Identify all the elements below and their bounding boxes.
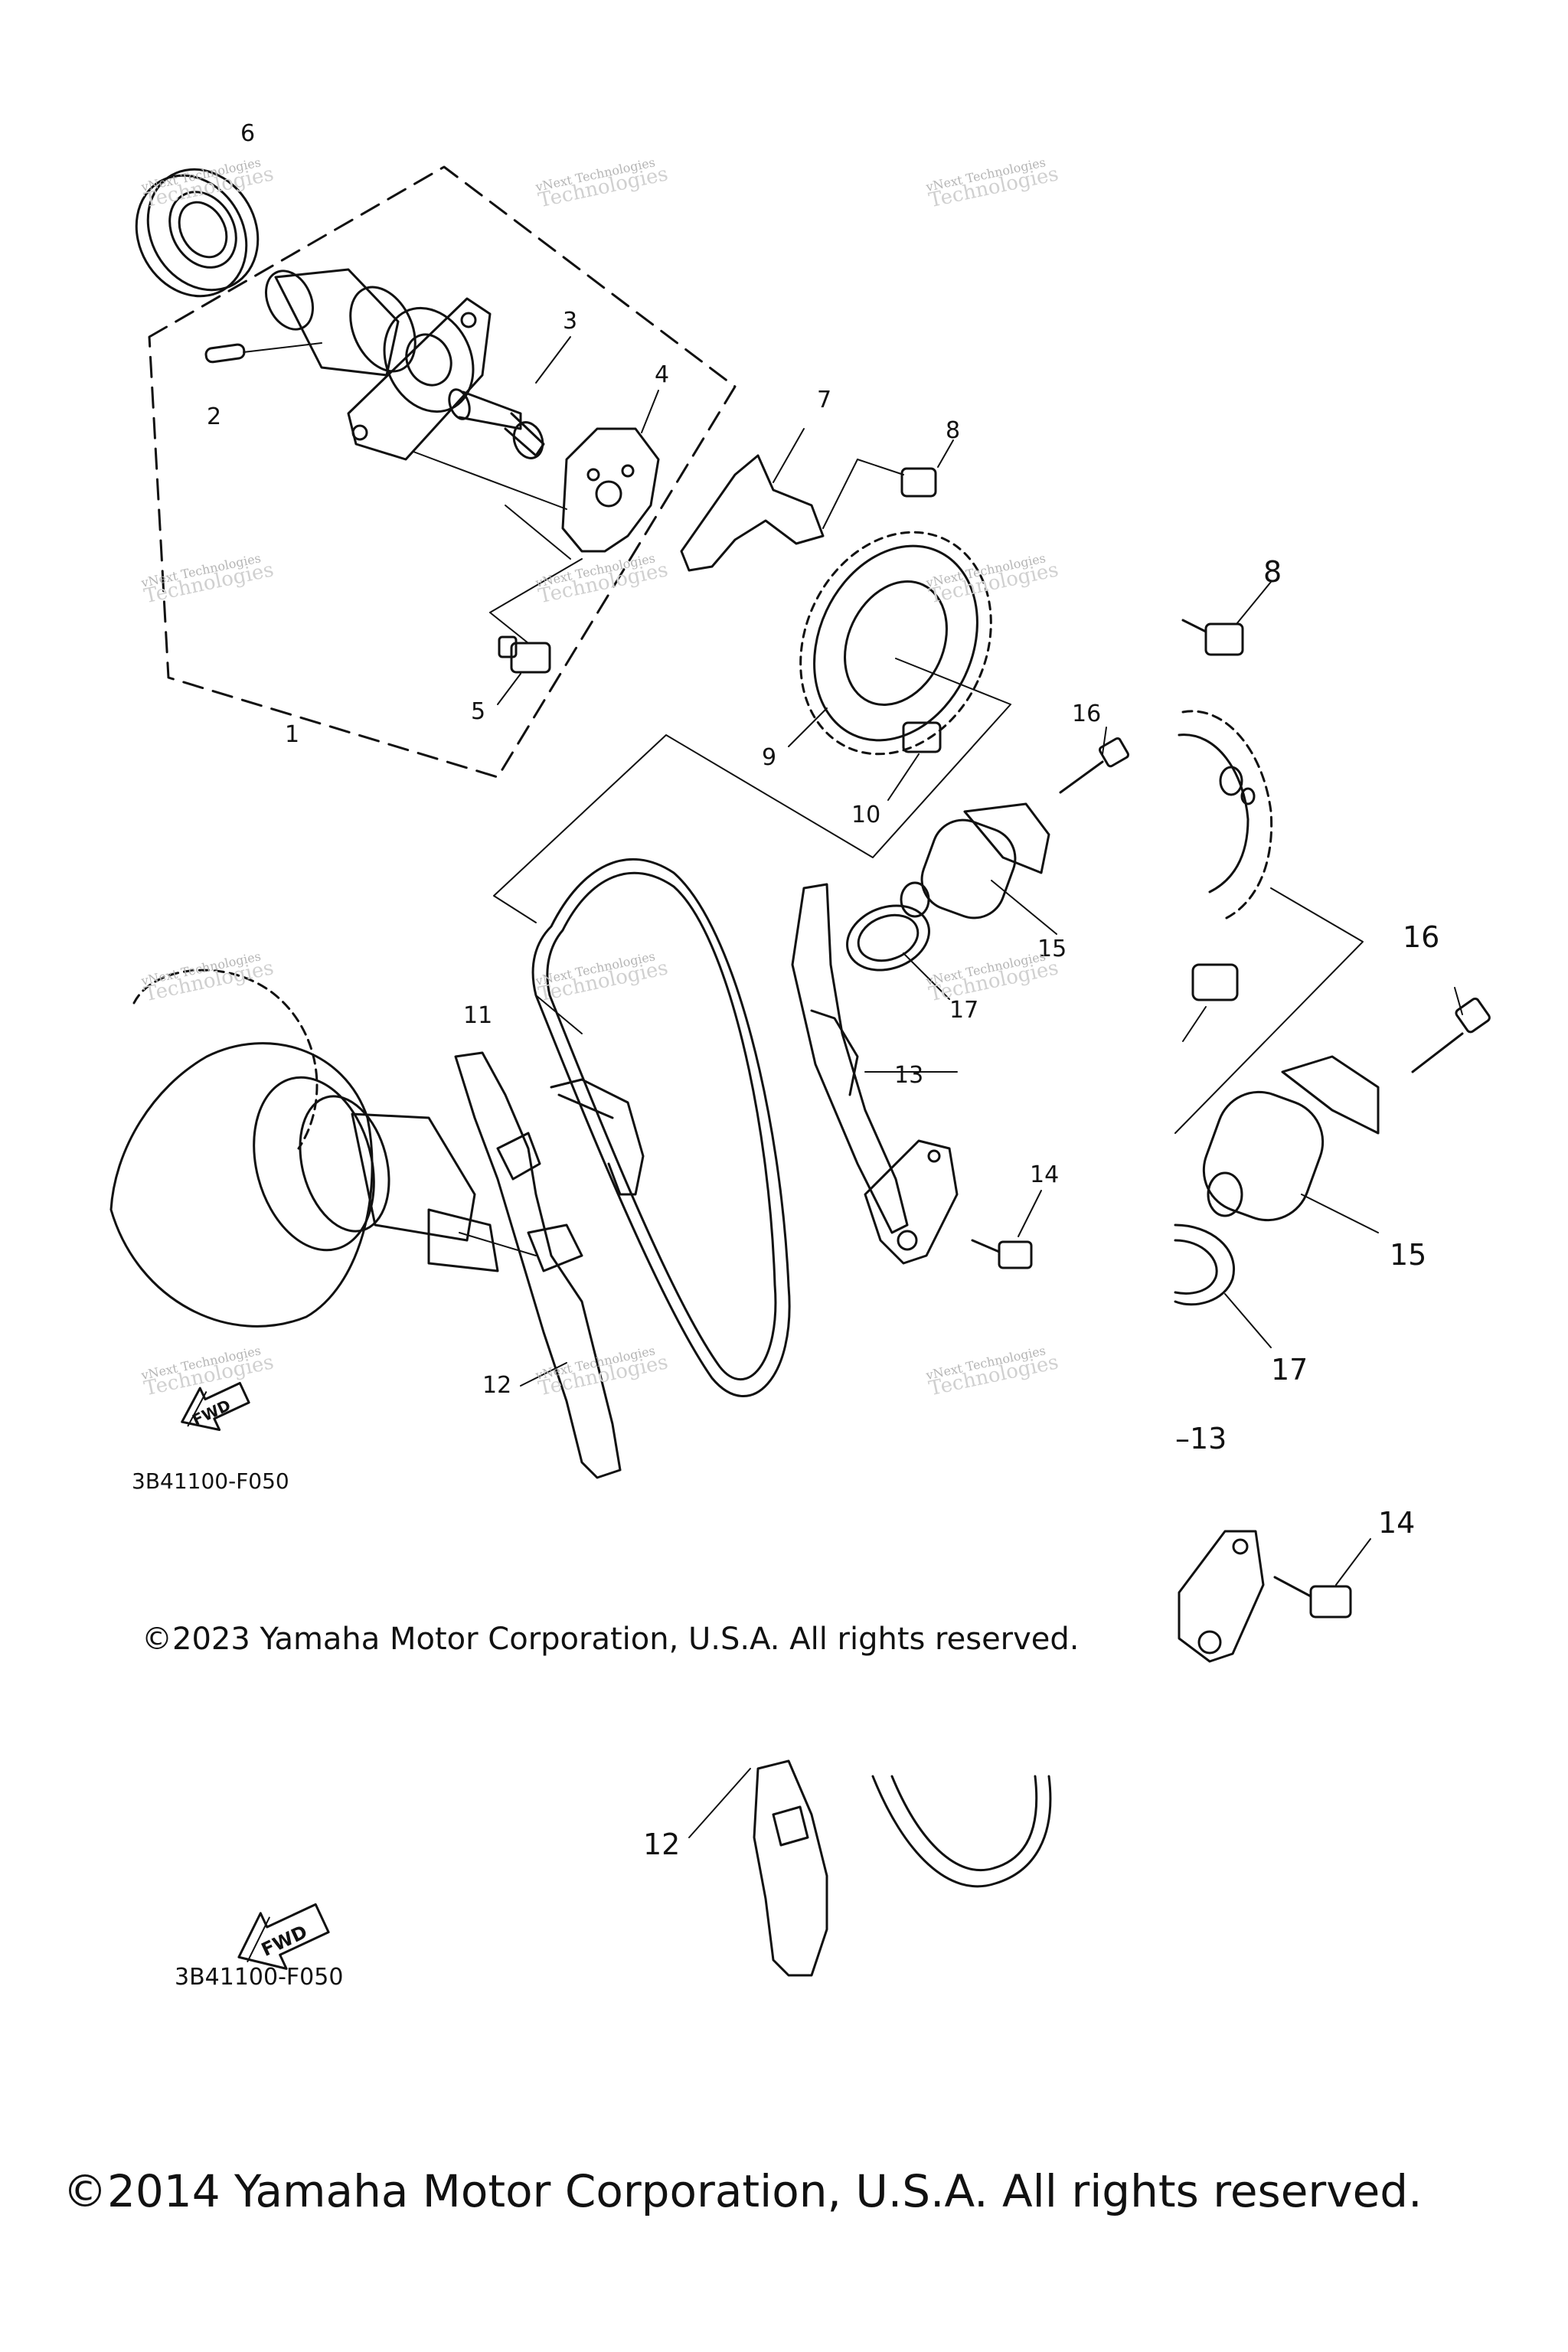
- inset-bolt-10: [1182, 963, 1239, 1042]
- label-part-7: 7: [817, 387, 832, 413]
- shaft-part-3: [448, 336, 571, 459]
- label-part-5: 5: [471, 698, 486, 725]
- label-part-14: 14: [1030, 1161, 1060, 1188]
- bearing-part-6: [135, 168, 260, 298]
- guide-part-11: [535, 995, 645, 1196]
- label-part-2: 2: [207, 403, 222, 430]
- chain-guide-part-13: [791, 883, 958, 1234]
- copyright-upper: ©2023 Yamaha Motor Corporation, U.S.A. A…: [142, 1622, 1080, 1657]
- inset-bolt-16: [1411, 987, 1491, 1073]
- label-part-13: 13: [894, 1062, 924, 1089]
- label-part-12: 12: [482, 1372, 512, 1399]
- decompressor-part-4: [561, 390, 660, 553]
- guide-part-12: [454, 1051, 622, 1479]
- inset-tensioner-15: [1202, 1055, 1380, 1233]
- assembly-1-boundary: [148, 165, 737, 779]
- gasket-part-17: [846, 904, 950, 1000]
- bracket-part-14: [864, 1139, 1042, 1269]
- label-part-11: 11: [463, 1002, 493, 1029]
- reference-code-inset: 3B41100-F050: [175, 1964, 344, 1991]
- label-part-15: 15: [1037, 936, 1067, 962]
- label-part-10: 10: [851, 802, 881, 828]
- crankshaft: [109, 969, 537, 1328]
- bolt-part-8: [857, 439, 954, 498]
- inset-label-8: 8: [1263, 555, 1282, 589]
- inset-chain: [871, 1775, 1052, 1888]
- label-part-3: 3: [563, 308, 578, 335]
- inset-label-14: 14: [1378, 1506, 1416, 1540]
- label-part-17: 17: [949, 997, 979, 1024]
- plate-part-7: [680, 428, 858, 572]
- fwd-arrow-inset: [237, 1903, 330, 1970]
- inset-label-15: 15: [1390, 1238, 1427, 1272]
- sprocket-part-9: [788, 531, 1011, 756]
- bolt-part-16: [1059, 727, 1130, 794]
- inset-sprocket: [1178, 710, 1273, 920]
- inset-gasket-17: [1174, 1223, 1272, 1348]
- inset-label-16: 16: [1403, 920, 1440, 954]
- cam-chain: [531, 858, 791, 1397]
- inset-label-13: –13: [1175, 1422, 1227, 1455]
- tensioner-part-15: [900, 802, 1057, 935]
- inset-label-17: 17: [1271, 1353, 1308, 1387]
- reference-code-main: 3B41100-F050: [132, 1468, 289, 1494]
- label-part-1: 1: [285, 721, 300, 748]
- label-part-6: 6: [240, 120, 256, 147]
- inset-bolt-8: [1181, 581, 1272, 656]
- inset-bracket-14: [1178, 1530, 1371, 1663]
- label-part-16: 16: [1072, 701, 1102, 727]
- fwd-arrow-main: [181, 1381, 250, 1431]
- bolt-part-5: [497, 635, 551, 705]
- label-part-4: 4: [655, 361, 670, 388]
- camshaft-part-1: [265, 268, 492, 461]
- label-part-8: 8: [946, 417, 961, 444]
- inset-label-12: 12: [643, 1828, 681, 1861]
- inset-guide-12: [688, 1759, 828, 1977]
- copyright-lower: ©2014 Yamaha Motor Corporation, U.S.A. A…: [63, 2165, 1423, 2217]
- pin-part-2: [204, 342, 322, 364]
- bolt-part-10: [887, 721, 942, 801]
- label-part-9: 9: [762, 744, 777, 771]
